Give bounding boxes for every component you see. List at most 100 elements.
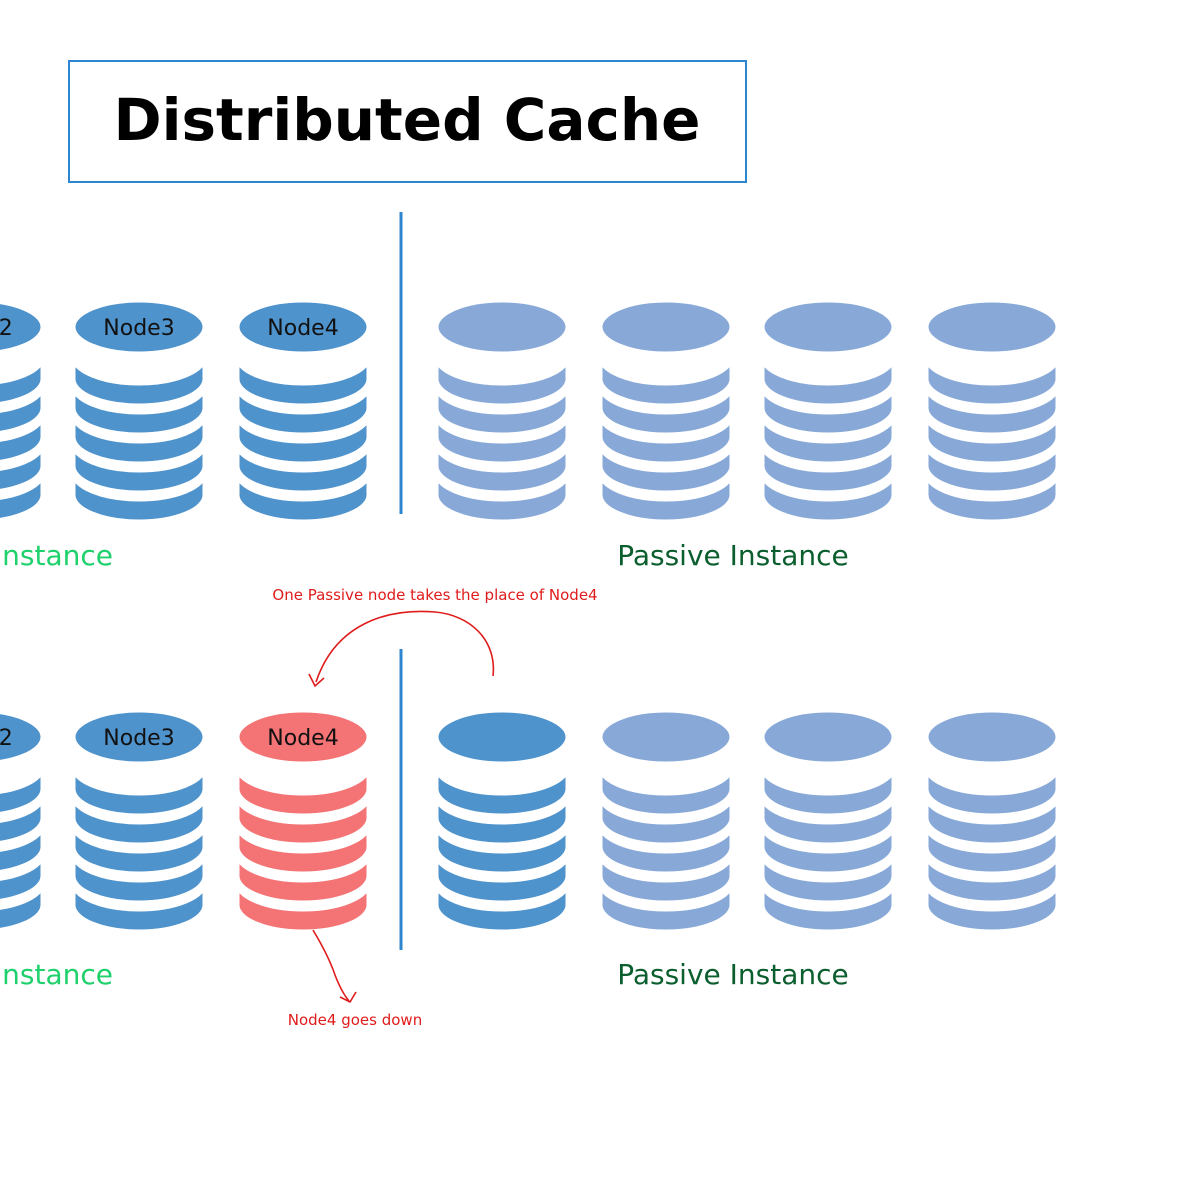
- top-node-node4: Node4: [234, 297, 372, 525]
- cylinder-top: [234, 707, 372, 767]
- failure-arrowhead-icon: [339, 991, 357, 1004]
- cylinder-top: [923, 297, 1061, 357]
- bottom-passive-instance-label: Passive Instance: [617, 958, 849, 991]
- cylinder-band: [234, 881, 372, 935]
- cylinder-band: [433, 442, 571, 496]
- cylinder-band: [234, 471, 372, 525]
- bottom-active-instance-label: Active Instance: [0, 958, 113, 991]
- diagram-title: Distributed Cache: [113, 86, 700, 154]
- cylinder-band: [234, 413, 372, 467]
- cylinder-top: [234, 297, 372, 357]
- top-passive-instance-label: Passive Instance: [617, 539, 849, 572]
- cylinder-band: [0, 384, 46, 436]
- cylinder-band: [433, 355, 571, 409]
- cylinder-top: [597, 297, 735, 357]
- cylinder-band: [597, 442, 735, 496]
- cylinder-band: [433, 471, 571, 525]
- cylinder-band: [597, 823, 735, 877]
- cylinder-band: [0, 355, 46, 407]
- cylinder-band: [597, 471, 735, 525]
- cylinder-band: [70, 471, 208, 525]
- cylinder-band: [923, 471, 1061, 525]
- bottom-node-active-3: [433, 707, 571, 935]
- cylinder-band: [0, 442, 46, 494]
- cylinder-top: [433, 297, 571, 357]
- cylinder-top: [70, 297, 208, 357]
- failure-annotation: Node4 goes down: [288, 1011, 422, 1029]
- cylinder-band: [70, 881, 208, 935]
- node-label: Node3: [103, 316, 174, 341]
- cylinder-band: [70, 852, 208, 906]
- cylinder-top: [70, 707, 208, 767]
- top-node-passive-4: [597, 297, 735, 525]
- replacement-arrow: [315, 610, 495, 683]
- bottom-node-passive-4: [597, 707, 735, 935]
- cylinder-band: [234, 794, 372, 848]
- node-label: Node4: [267, 316, 338, 341]
- cylinder-top: [433, 707, 571, 767]
- title-border: [68, 60, 747, 183]
- cylinder-band: [759, 355, 897, 409]
- cylinder-band: [70, 794, 208, 848]
- cylinder-band: [433, 794, 571, 848]
- cylinder-band: [923, 881, 1061, 935]
- cylinder-band: [597, 794, 735, 848]
- cylinder-top: [759, 297, 897, 357]
- cylinder-band: [433, 413, 571, 467]
- cylinder-top: [923, 707, 1061, 767]
- cylinder-band: [234, 355, 372, 409]
- top-node-node3: Node3: [70, 297, 208, 525]
- bottom-node-node4: Node4: [234, 707, 372, 935]
- cylinder-band: [70, 823, 208, 877]
- cylinder-band: [597, 852, 735, 906]
- cylinder-band: [70, 413, 208, 467]
- cylinder-band: [923, 413, 1061, 467]
- cylinder-band: [597, 765, 735, 819]
- cylinder-band: [759, 442, 897, 496]
- bottom-node-passive-6: [923, 707, 1061, 935]
- cylinder-band: [234, 765, 372, 819]
- cylinder-band: [923, 852, 1061, 906]
- cylinder-top: [597, 707, 735, 767]
- replacement-annotation: One Passive node takes the place of Node…: [272, 586, 597, 604]
- cylinder-band: [433, 765, 571, 819]
- cylinder-band: [0, 471, 46, 523]
- cylinder-band: [70, 442, 208, 496]
- cylinder-band: [0, 881, 46, 933]
- cylinder-band: [0, 413, 46, 465]
- cylinder-band: [597, 881, 735, 935]
- bottom-row-nodes: Node2 Node3 Node4: [0, 707, 1061, 935]
- cylinder-band: [234, 442, 372, 496]
- cylinder-band: [433, 881, 571, 935]
- bottom-node-node3: Node3: [70, 707, 208, 935]
- failure-arrow: [312, 929, 350, 1002]
- cylinder-band: [0, 765, 46, 817]
- cylinder-band: [923, 794, 1061, 848]
- cylinder-band: [433, 852, 571, 906]
- cylinder-top: [0, 299, 46, 355]
- cylinder-band: [0, 823, 46, 875]
- cylinder-band: [759, 384, 897, 438]
- cylinder-band: [759, 794, 897, 848]
- cylinder-top: [0, 709, 46, 765]
- bottom-node-node2: Node2: [0, 709, 46, 933]
- cylinder-band: [597, 355, 735, 409]
- top-node-passive-5: [759, 297, 897, 525]
- node-label: Node2: [0, 726, 13, 751]
- cylinder-band: [597, 413, 735, 467]
- cylinder-band: [70, 355, 208, 409]
- cylinder-band: [923, 765, 1061, 819]
- cylinder-band: [759, 852, 897, 906]
- top-active-instance-label: Active Instance: [0, 539, 113, 572]
- cylinder-band: [923, 442, 1061, 496]
- cylinder-band: [759, 765, 897, 819]
- cylinder-band: [923, 384, 1061, 438]
- cylinder-band: [759, 823, 897, 877]
- node-label: Node4: [267, 726, 338, 751]
- cylinder-band: [234, 852, 372, 906]
- top-row-nodes: Node2Node3Node4: [0, 297, 1061, 525]
- cylinder-band: [234, 823, 372, 877]
- bottom-node-passive-5: [759, 707, 897, 935]
- replacement-arrowhead-icon: [308, 673, 325, 688]
